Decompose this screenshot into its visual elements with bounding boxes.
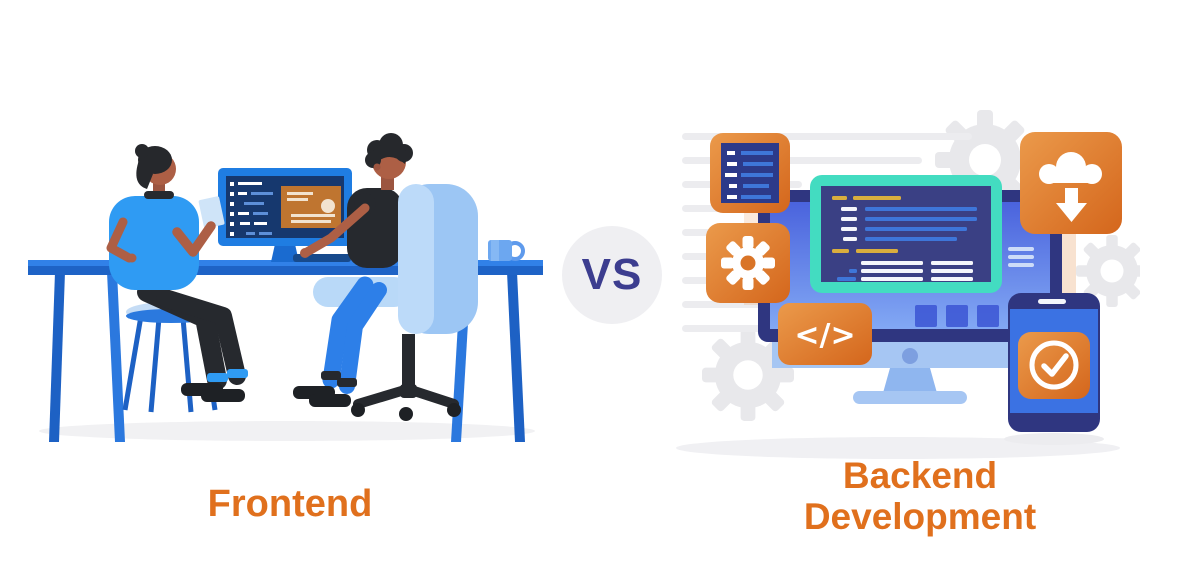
monitor bbox=[218, 168, 352, 262]
frontend-illustration bbox=[28, 133, 543, 442]
versus-badge: VS bbox=[562, 226, 662, 324]
gear-shape bbox=[1076, 235, 1140, 307]
scene-shadow bbox=[676, 437, 1120, 459]
backend-label: Backend Development bbox=[803, 455, 1037, 538]
code-tag-icon: </> bbox=[778, 303, 872, 365]
sticky-note bbox=[198, 196, 225, 229]
curly-hair bbox=[365, 133, 413, 168]
developer-2 bbox=[293, 133, 413, 407]
screen-checklist-blue bbox=[244, 192, 273, 235]
code-tag-glyph: </> bbox=[794, 318, 855, 353]
check-circle-icon bbox=[1018, 332, 1090, 399]
backend-illustration: </> bbox=[676, 110, 1140, 459]
screen-card bbox=[281, 186, 341, 228]
screen-checklist bbox=[230, 182, 267, 236]
code-window bbox=[810, 175, 1002, 293]
speaker bbox=[1038, 299, 1066, 304]
frontend-label: Frontend bbox=[207, 483, 373, 525]
gear-icon bbox=[706, 223, 790, 303]
scene-shadow bbox=[39, 421, 535, 441]
hair-bun bbox=[135, 144, 172, 189]
gear-shape bbox=[701, 329, 795, 421]
monitor-stand bbox=[271, 244, 299, 262]
versus-label: VS bbox=[581, 250, 643, 299]
power-button bbox=[902, 348, 918, 364]
torso bbox=[109, 196, 199, 290]
office-chair bbox=[351, 184, 478, 421]
cloud-download-icon bbox=[1020, 132, 1122, 234]
code-block-icon bbox=[710, 133, 790, 213]
background-gears bbox=[701, 110, 1140, 421]
coffee-mug bbox=[488, 240, 525, 261]
developer-1 bbox=[106, 144, 248, 402]
